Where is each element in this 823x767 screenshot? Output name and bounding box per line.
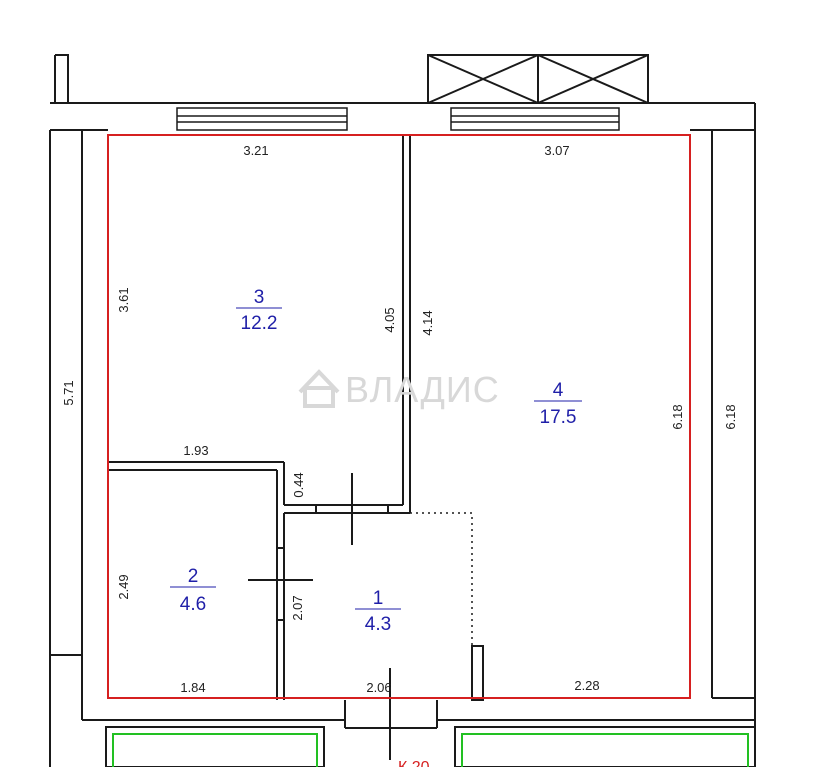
room-label-2: 2 4.6: [170, 566, 216, 615]
room-area: 17.5: [540, 407, 577, 428]
interior-walls: [108, 135, 484, 701]
dim-room3-top-width: 3.21: [243, 143, 268, 158]
room-label-3: 3 12.2: [236, 287, 282, 334]
dim-partition-offset: 0.44: [291, 472, 306, 497]
zone-boundary-dotted: [410, 512, 473, 646]
room-number: 2: [188, 566, 199, 587]
doorway-markers: [277, 505, 389, 621]
top-exterior-wall: [50, 54, 756, 131]
dim-room3-left-height: 3.61: [116, 287, 131, 312]
dim-room1-bottom-width: 2.06: [366, 680, 391, 695]
room-number: 4: [553, 380, 564, 401]
dim-room2-bottom-width: 1.84: [180, 680, 205, 695]
dim-room4-bottom-width: 2.28: [574, 678, 599, 693]
room-area: 4.6: [180, 594, 206, 615]
dim-room4-left-height: 4.14: [420, 310, 435, 335]
room-label-1: 1 4.3: [355, 588, 401, 635]
dim-room2-left-height: 2.49: [116, 574, 131, 599]
section-cut-marks: [248, 473, 391, 760]
cut-text: К 20: [398, 759, 430, 767]
room-number: 1: [373, 588, 384, 609]
dim-room4-top-width: 3.07: [544, 143, 569, 158]
bottom-wall: [82, 700, 755, 729]
left-exterior-wall: [49, 130, 83, 767]
dim-room4-right-height: 6.18: [670, 404, 685, 429]
dim-outer-right-height: 6.18: [723, 404, 738, 429]
dim-room3-bottom-width: 1.93: [183, 443, 208, 458]
house-icon: [298, 369, 340, 408]
room-area: 12.2: [241, 313, 278, 334]
room-number: 3: [254, 287, 265, 308]
balcony-right: [454, 726, 756, 767]
window-room-3: [176, 107, 348, 131]
apartment-outline: [107, 134, 691, 699]
window-room-4: [450, 107, 620, 131]
dim-outer-left-height: 5.71: [61, 380, 76, 405]
room-label-4: 4 17.5: [534, 380, 582, 428]
room-area: 4.3: [365, 614, 391, 635]
dim-room1-left-height: 2.07: [290, 595, 305, 620]
watermark: ВЛАДИС: [298, 369, 500, 410]
ventilation-shaft: [427, 54, 649, 104]
dim-room3-right-height: 4.05: [382, 307, 397, 332]
balcony-left: [105, 726, 325, 767]
right-exterior-wall: [711, 130, 756, 767]
watermark-text: ВЛАДИС: [345, 369, 500, 410]
